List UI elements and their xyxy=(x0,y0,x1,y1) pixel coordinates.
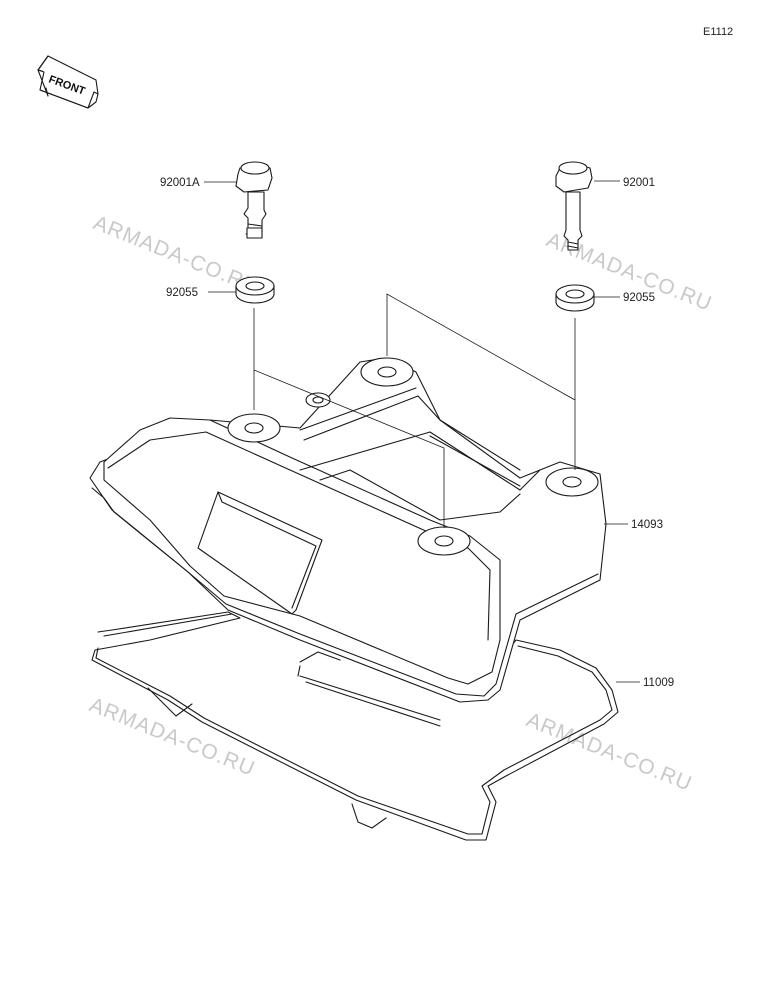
bolt-92001a xyxy=(235,161,273,239)
part-label-92055-right: 92055 xyxy=(623,292,655,304)
part-label-92055-left: 92055 xyxy=(166,287,198,299)
assembly-guide-lines xyxy=(253,293,576,528)
watermark: ARMADA-CO.RU xyxy=(523,708,695,795)
gasket-11009 xyxy=(91,611,619,841)
part-label-14093: 14093 xyxy=(631,519,663,531)
front-arrow-icon: FRONT xyxy=(37,55,99,109)
callout-leaders xyxy=(204,180,640,683)
valve-cover-14093 xyxy=(89,357,607,703)
diagram-code: E1112 xyxy=(703,26,733,38)
bolt-92001 xyxy=(555,161,593,251)
part-label-11009: 11009 xyxy=(643,677,674,689)
part-label-92001: 92001 xyxy=(623,177,655,189)
washer-92055-left xyxy=(235,276,275,304)
part-label-92001a: 92001A xyxy=(160,177,200,189)
washer-92055-right xyxy=(555,284,595,312)
